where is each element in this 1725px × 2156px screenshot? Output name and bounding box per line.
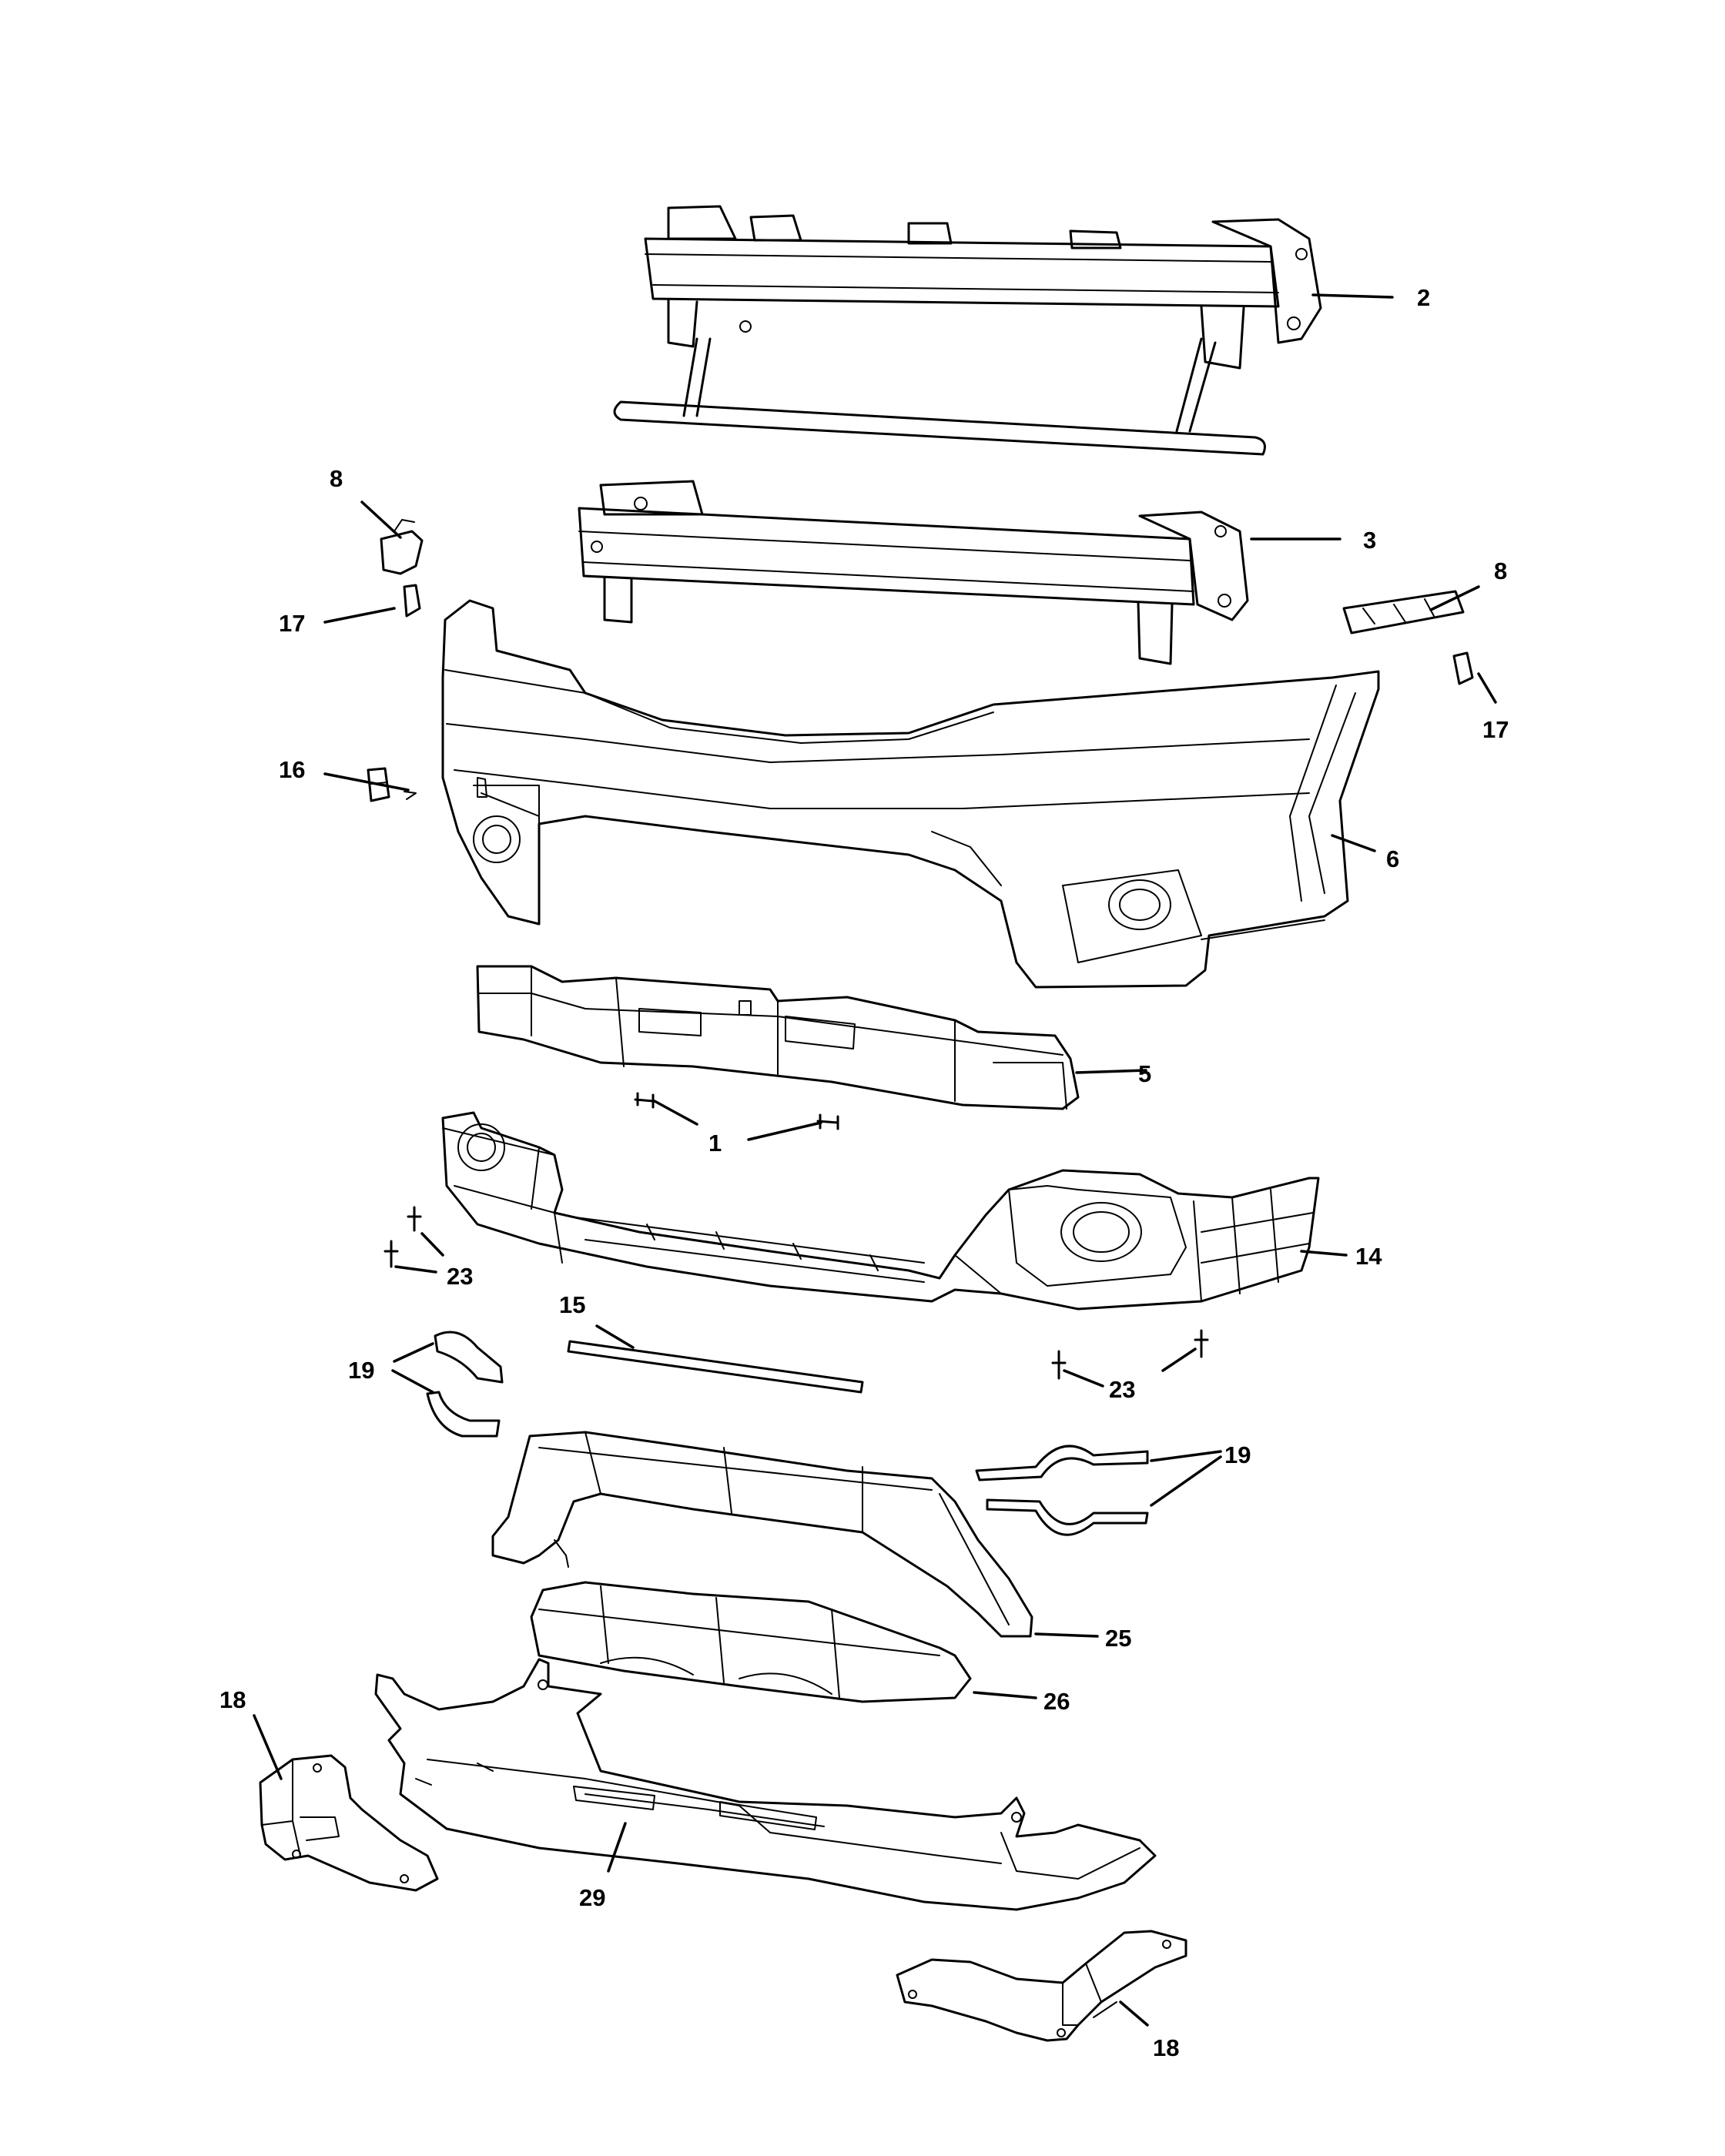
part-23-pushpin-right-left[interactable] bbox=[1051, 1350, 1067, 1380]
callout-2: 2 bbox=[1417, 284, 1430, 311]
callout-8-left: 8 bbox=[330, 465, 343, 492]
part-29-splash-shield[interactable] bbox=[374, 1658, 1157, 1911]
part-18-left-bracket[interactable] bbox=[259, 1754, 439, 1892]
callout-5: 5 bbox=[1138, 1060, 1151, 1087]
callout-19-left: 19 bbox=[348, 1357, 374, 1384]
callout-23-right: 23 bbox=[1109, 1376, 1135, 1403]
part-26-lower-skid-pad[interactable] bbox=[530, 1581, 972, 1703]
callout-1: 1 bbox=[708, 1130, 722, 1157]
callout-18-left: 18 bbox=[219, 1686, 246, 1713]
part-6-bumper-fascia[interactable] bbox=[441, 599, 1380, 989]
part-1-fastener-left[interactable] bbox=[634, 1092, 655, 1109]
callout-18-right: 18 bbox=[1153, 2034, 1179, 2061]
part-18-right-bracket[interactable] bbox=[896, 1930, 1187, 2042]
part-8-left-bracket[interactable] bbox=[380, 519, 424, 575]
part-23-pushpin-left-lower[interactable] bbox=[384, 1240, 399, 1268]
callout-14: 14 bbox=[1355, 1243, 1382, 1270]
part-23-pushpin-left-upper[interactable] bbox=[407, 1206, 422, 1232]
callout-6: 6 bbox=[1386, 845, 1399, 872]
part-19-left-bracket-upper[interactable] bbox=[434, 1331, 504, 1384]
callout-17-left: 17 bbox=[279, 610, 305, 637]
callout-23-left: 23 bbox=[447, 1263, 473, 1290]
part-14-lower-fascia[interactable] bbox=[441, 1111, 1320, 1311]
leader-lines bbox=[253, 293, 1497, 2027]
part-25-skid-plate-trim[interactable] bbox=[491, 1431, 1033, 1638]
part-2-upper-reinforcement-beam[interactable] bbox=[613, 205, 1322, 456]
part-5-energy-absorber[interactable] bbox=[476, 965, 1080, 1110]
callout-17-right: 17 bbox=[1482, 716, 1509, 743]
part-19-right-bracket[interactable] bbox=[975, 1445, 1149, 1536]
callout-8-right: 8 bbox=[1494, 557, 1507, 584]
part-8-right-bracket[interactable] bbox=[1342, 590, 1465, 634]
part-23-pushpin-right-right[interactable] bbox=[1194, 1329, 1209, 1358]
part-17-left-clip[interactable] bbox=[403, 584, 421, 618]
callout-15: 15 bbox=[559, 1291, 585, 1318]
callout-3: 3 bbox=[1363, 527, 1376, 554]
callout-26: 26 bbox=[1043, 1688, 1070, 1715]
callout-16: 16 bbox=[279, 756, 305, 783]
part-17-right-clip[interactable] bbox=[1452, 651, 1474, 685]
part-15-trim-strip[interactable] bbox=[567, 1340, 864, 1394]
callout-19-right: 19 bbox=[1224, 1441, 1251, 1468]
part-19-left-bracket-lower[interactable] bbox=[426, 1391, 501, 1438]
callout-25: 25 bbox=[1105, 1625, 1131, 1652]
callout-29: 29 bbox=[579, 1884, 605, 1911]
part-3-lower-reinforcement-beam[interactable] bbox=[578, 480, 1249, 665]
